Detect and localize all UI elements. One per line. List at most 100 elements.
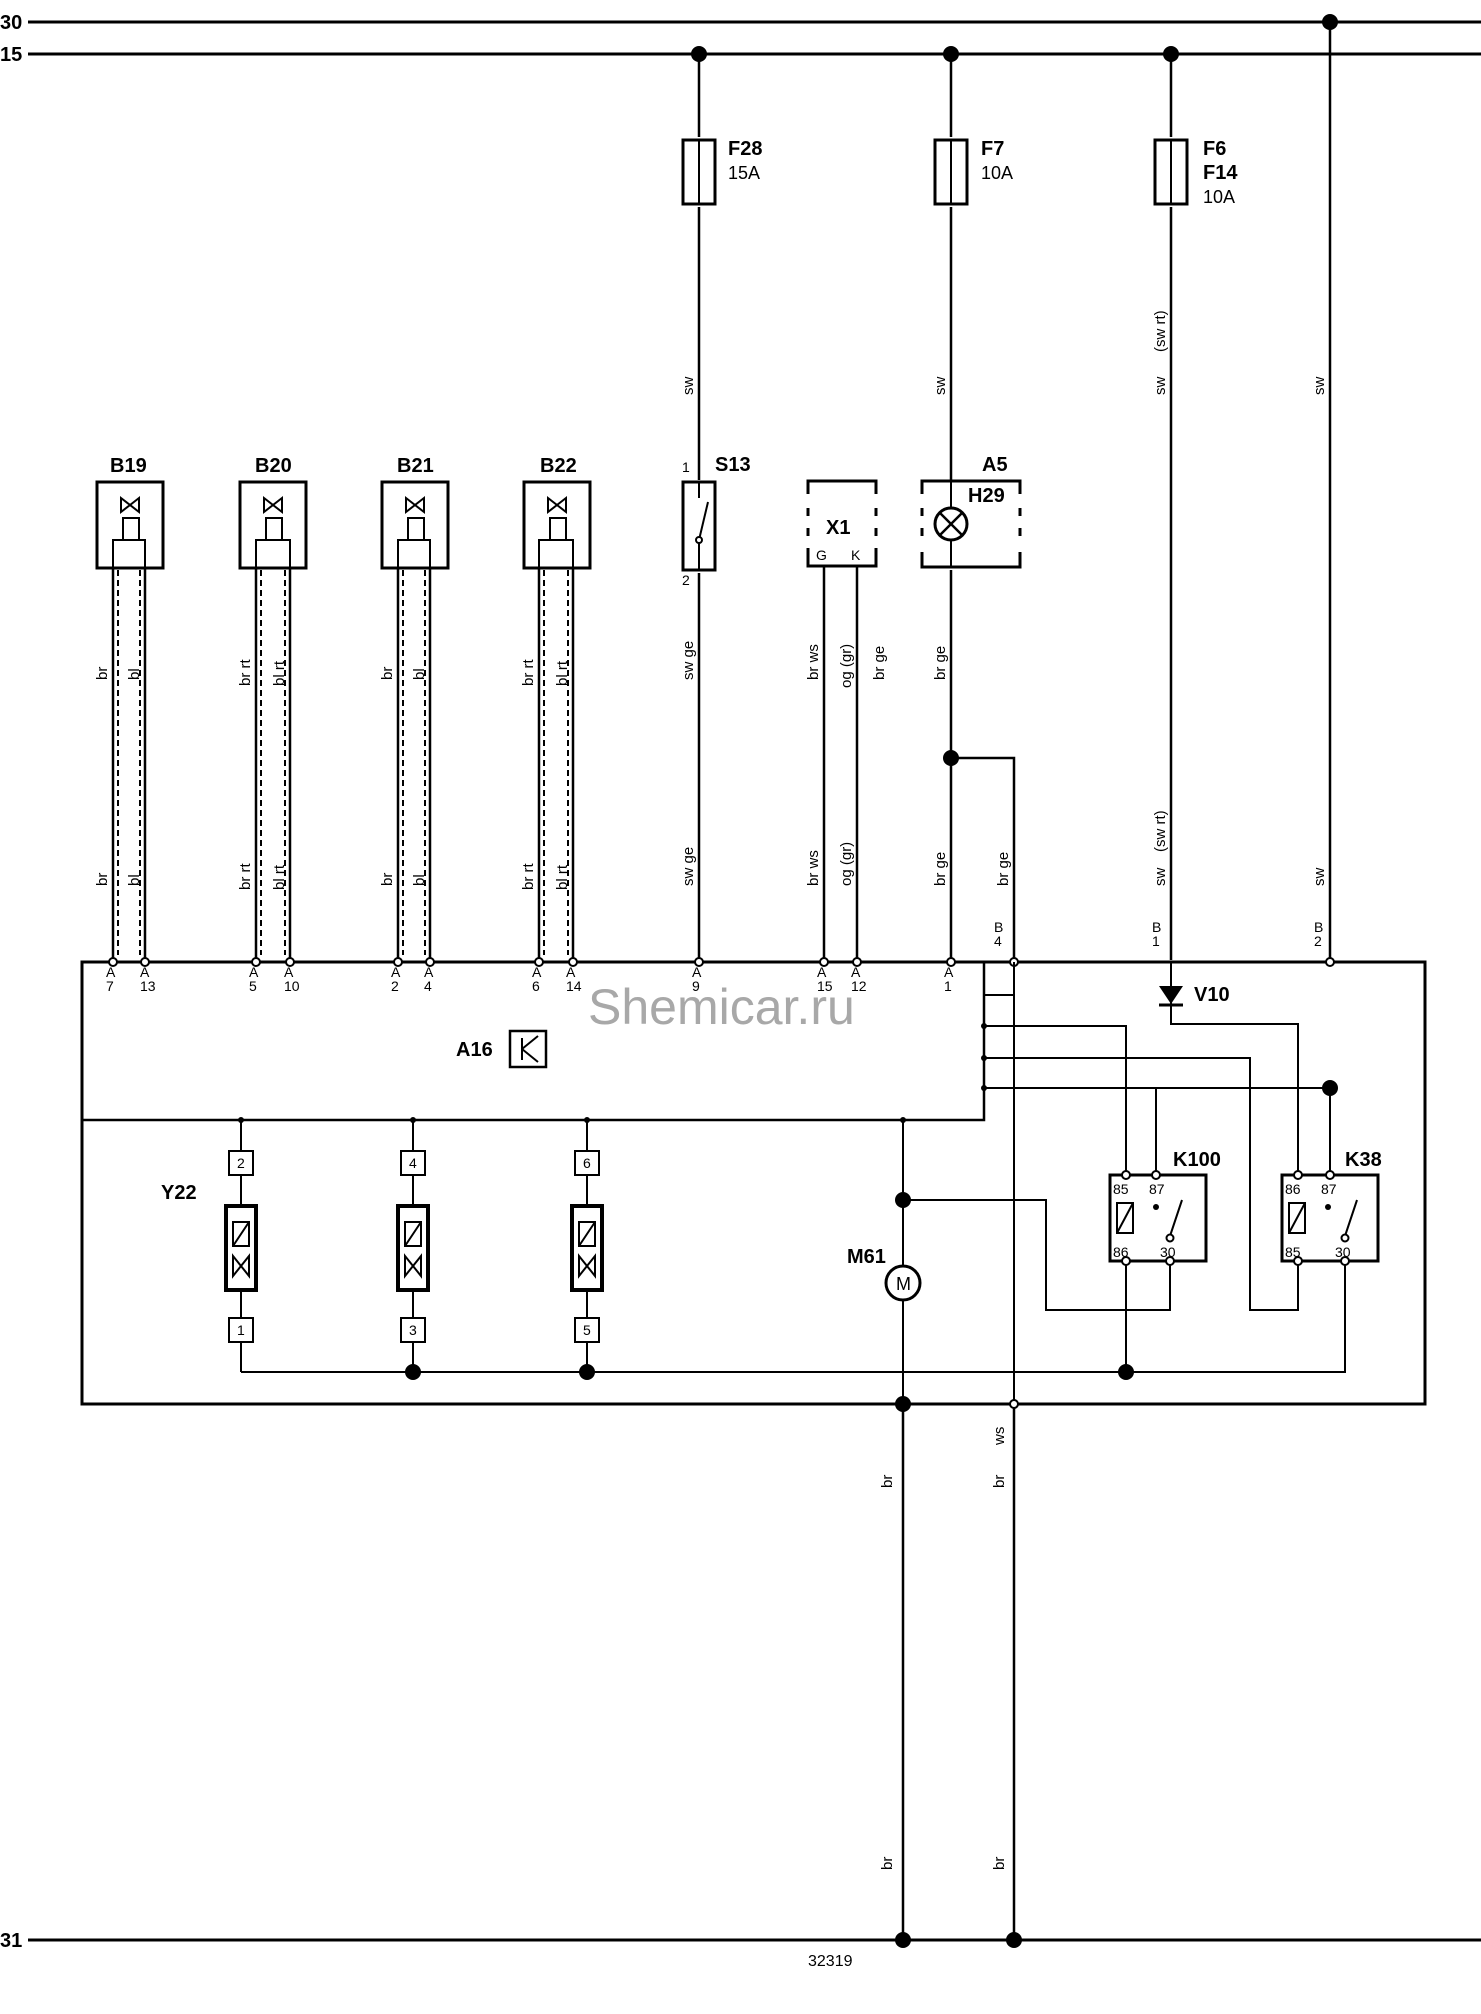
relay-k38: K38 86 87 85 30 xyxy=(1280,1149,1382,1263)
diode-v10: V10 xyxy=(1159,984,1230,1007)
valve-pin-2: 2 xyxy=(237,1155,245,1171)
diode-v10-label: V10 xyxy=(1194,984,1230,1006)
fuse-f6-f14: F6 F14 10A xyxy=(1153,138,1238,207)
module-a16-label: A16 xyxy=(456,1039,493,1061)
switch-s13-pin1: 1 xyxy=(682,459,690,475)
module-top-pins xyxy=(108,957,1335,967)
transistor-icon xyxy=(508,1029,548,1069)
main-wires xyxy=(697,22,1332,960)
wire-label-ground-br-3: br xyxy=(879,1857,896,1870)
sensor-b22-label: B22 xyxy=(540,455,577,477)
switch-s13-label: S13 xyxy=(715,454,751,476)
wire-label-b20-right-bottom: bl rt xyxy=(271,864,288,890)
wire-label-x1-g-bottom: br ws xyxy=(805,850,822,886)
relay-k100: K100 85 87 86 30 xyxy=(1108,1149,1221,1263)
wire-label-x1-brge: br ge xyxy=(871,646,888,680)
ground-pin xyxy=(1009,1399,1019,1409)
valve-y22-2: 4 3 xyxy=(396,1150,430,1343)
document-number: 32319 xyxy=(808,1953,853,1970)
wire-label-b21-right-top: bl xyxy=(411,668,428,680)
sensor-b21-label: B21 xyxy=(397,455,434,477)
valve-pin-4: 4 xyxy=(409,1155,417,1171)
switch-s13: S13 1 2 xyxy=(681,454,751,588)
relay-k100-pin87: 87 xyxy=(1149,1181,1165,1197)
lamp-box-a5-label: A5 xyxy=(982,454,1008,476)
wire-label-rail30-sw-bottom: sw xyxy=(1311,868,1328,887)
motor-m61-label: M61 xyxy=(847,1246,886,1268)
valve-pin-5: 5 xyxy=(583,1322,591,1338)
relay-k38-label: K38 xyxy=(1345,1149,1382,1171)
wire-label-b19-left-top: br xyxy=(94,667,111,680)
fuse-f7: F7 10A xyxy=(933,138,1013,206)
sensor-b19-label: B19 xyxy=(110,455,147,477)
wire-label-f6-sw-bottom: sw xyxy=(1152,868,1169,887)
fuse-f28: F28 15A xyxy=(681,138,762,206)
wire-labels: sw sw sw (sw rt) sw br bl br rt bl rt br… xyxy=(94,310,1328,1870)
rail-15-label: 15 xyxy=(0,44,22,66)
wire-label-s13-bottom: sw ge xyxy=(680,847,697,886)
valve-pin-6: 6 xyxy=(583,1155,591,1171)
wire-label-b22-right-bottom: bl rt xyxy=(554,864,571,890)
rail-30-label: 30 xyxy=(0,12,22,34)
relay-k100-pin86: 86 xyxy=(1113,1244,1129,1260)
relay-k38-pin86: 86 xyxy=(1285,1181,1301,1197)
switch-s13-pin2: 2 xyxy=(682,572,690,588)
lamp-h29-label: H29 xyxy=(968,485,1005,507)
wire-label-b22-right-top: bl rt xyxy=(554,660,571,686)
wire-label-h29-bottom: br ge xyxy=(932,852,949,886)
wire-label-b20-left-bottom: br rt xyxy=(237,863,254,891)
relay-pin-dots xyxy=(1121,1170,1350,1266)
wire-label-ground-br-4: br xyxy=(991,1857,1008,1870)
valve-y22: 2 1 xyxy=(224,1150,258,1343)
wire-label-b19-right-top: bl xyxy=(126,668,143,680)
wire-label-b22-left-bottom: br rt xyxy=(520,863,537,891)
fuse-f28-name: F28 xyxy=(728,138,762,160)
wire-label-f6-swrt-top: (sw rt) xyxy=(1152,310,1169,352)
sensor-b20-label: B20 xyxy=(255,455,292,477)
wire-label-f7-sw: sw xyxy=(932,377,949,396)
wire-label-b20-right-top: bl rt xyxy=(271,660,288,686)
wire-label-s13-top: sw ge xyxy=(680,641,697,680)
wire-label-rail30-sw-top: sw xyxy=(1311,377,1328,396)
motor-m61: M M61 xyxy=(847,1246,922,1302)
connector-x1-pin-k: K xyxy=(851,547,861,563)
rails xyxy=(28,20,1481,1942)
fuse-f7-rating: 10A xyxy=(981,163,1013,183)
fuse-f7-name: F7 xyxy=(981,138,1004,160)
relay-k100-pin85: 85 xyxy=(1113,1181,1129,1197)
wire-label-f6-swrt-bottom: (sw rt) xyxy=(1152,810,1169,852)
wire-label-x1-g-top: br ws xyxy=(805,644,822,680)
watermark: Shemicar.ru xyxy=(588,979,855,1035)
valve-pin-3: 3 xyxy=(409,1322,417,1338)
fuse-f28-rating: 15A xyxy=(728,163,760,183)
wire-label-b21-left-bottom: br xyxy=(379,873,396,886)
valve-y22-3: 6 5 xyxy=(570,1150,604,1343)
connector-x1-pin-g: G xyxy=(816,547,827,563)
fuse-f6-name: F6 xyxy=(1203,138,1226,160)
relay-k100-pin30: 30 xyxy=(1160,1244,1176,1260)
wire-label-ground-br-1: br xyxy=(879,1475,896,1488)
wire-label-brge-branch: br ge xyxy=(995,852,1012,886)
junction-nodes xyxy=(238,1023,987,1123)
connector-x1-label: X1 xyxy=(826,517,850,539)
junction-dots xyxy=(405,14,1338,1948)
sensor-b21: B21 xyxy=(380,455,450,570)
sensor-wires xyxy=(111,568,575,960)
wire-label-b19-left-bottom: br xyxy=(94,873,111,886)
wire-label-ground-br-2: br xyxy=(991,1475,1008,1488)
relay-k100-label: K100 xyxy=(1173,1149,1221,1171)
